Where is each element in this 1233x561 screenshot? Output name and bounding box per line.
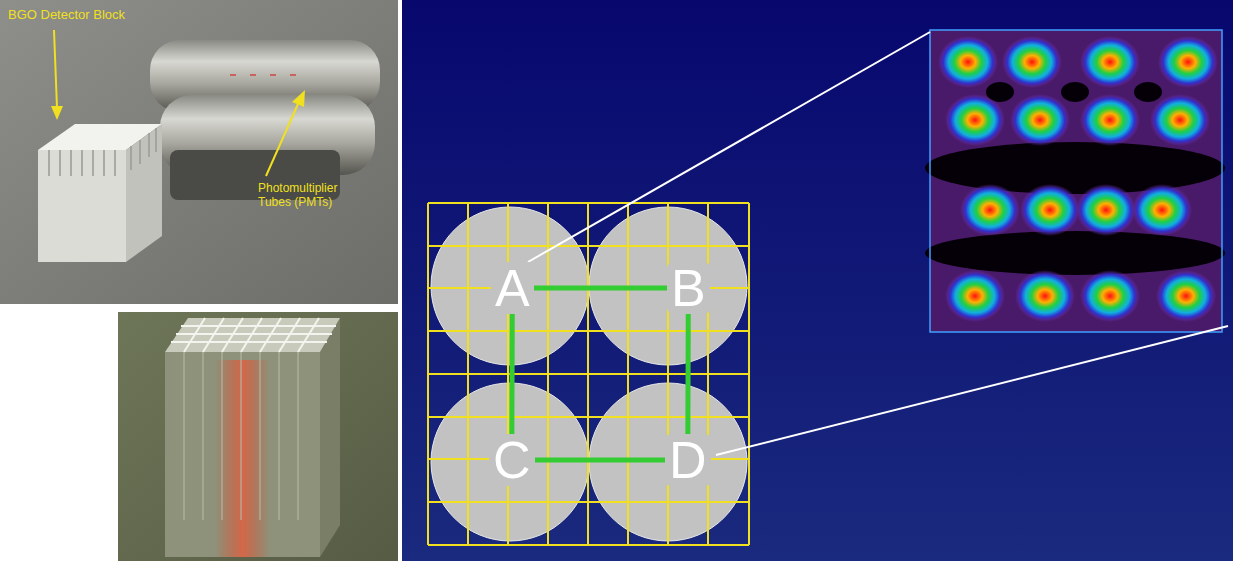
pmt-letter: C [489,434,535,486]
green-connector [511,316,512,432]
part-label: BGO Detector Block [8,8,125,23]
pmt-letter: D [665,434,711,486]
pmt-letter-text: D [669,434,707,486]
green-connector [537,460,663,461]
green-connector [687,316,688,432]
pmt-letter-text: C [493,434,531,486]
pmt-letter: B [667,262,710,314]
pmt-letter: A [491,262,534,314]
pmt-letter-text: B [671,262,706,314]
green-connector [536,288,665,289]
pmt-letter-text: A [495,262,530,314]
part-label: Photomultiplier Tubes (PMTs) [258,182,358,210]
